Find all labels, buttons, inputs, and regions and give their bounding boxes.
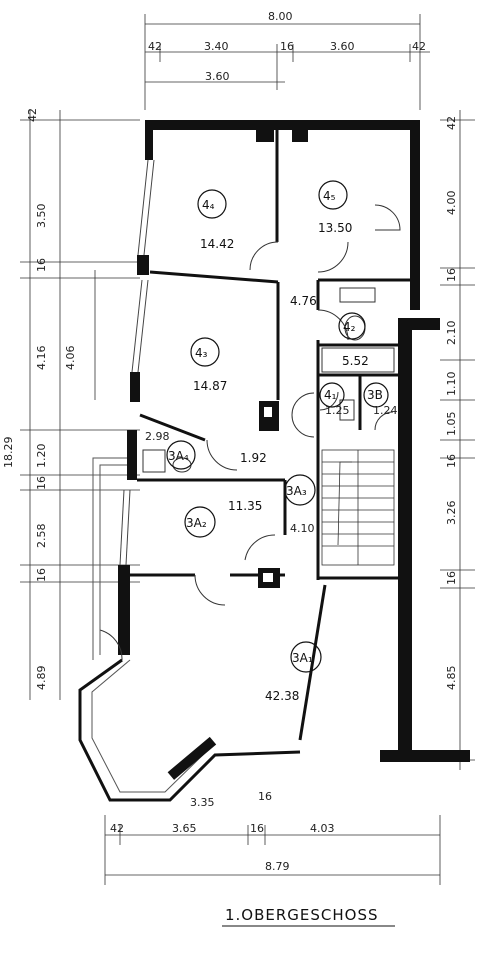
left-windows bbox=[119, 159, 155, 566]
dim-left-d: 4.16 bbox=[35, 346, 48, 371]
dim-left-i: 16 bbox=[35, 568, 48, 582]
dim-bottom-seg3: 16 bbox=[250, 822, 264, 835]
room-id-4-4: 4₄ bbox=[202, 198, 215, 212]
dim-right-g: 16 bbox=[445, 454, 458, 468]
interior-walls bbox=[130, 130, 410, 741]
room-area-3a-4: 2.98 bbox=[145, 430, 170, 443]
room-area-4-5: 13.50 bbox=[318, 221, 352, 235]
dim-right-a: 42 bbox=[445, 116, 458, 130]
dim-left-g: 16 bbox=[35, 476, 48, 490]
bathroom-fixtures bbox=[142, 287, 395, 473]
room-area-4-4: 14.42 bbox=[200, 237, 234, 251]
dim-bottom-inner1: 3.35 bbox=[190, 796, 215, 809]
room-area-4-3: 14.87 bbox=[193, 379, 227, 393]
room-id-4-1: 4₁ bbox=[324, 388, 337, 402]
dim-top-seg1: 42 bbox=[148, 40, 162, 53]
room-id-4-2: 4₂ bbox=[343, 320, 356, 334]
dim-bottom-seg1: 42 bbox=[110, 822, 124, 835]
dim-top-seg5: 42 bbox=[412, 40, 426, 53]
dim-right-e: 1.10 bbox=[445, 372, 458, 397]
dim-right-b: 4.00 bbox=[445, 191, 458, 216]
dim-left-f: 1.20 bbox=[35, 444, 48, 469]
bay-window bbox=[78, 658, 301, 802]
dim-right-d: 2.10 bbox=[445, 321, 458, 346]
dim-top-total: 8.00 bbox=[268, 10, 293, 23]
room-area-3b: 1.24 bbox=[373, 404, 398, 417]
balcony-outline bbox=[92, 457, 127, 660]
staircase bbox=[321, 449, 395, 566]
dim-bottom-seg4: 4.03 bbox=[310, 822, 335, 835]
dim-bottom-inner2: 16 bbox=[258, 790, 272, 803]
dim-top-seg2: 3.40 bbox=[204, 40, 229, 53]
room-area-3a-2: 11.35 bbox=[228, 499, 262, 513]
door-swings bbox=[99, 204, 401, 661]
room-id-3a-1: 3A₁ bbox=[292, 651, 313, 665]
dim-bottom-total: 8.79 bbox=[265, 860, 290, 873]
dim-right-j: 4.85 bbox=[445, 666, 458, 691]
top-dimensions bbox=[144, 14, 430, 110]
left-dimensions bbox=[20, 110, 140, 700]
room-area-3a-3: 4.10 bbox=[290, 522, 315, 535]
room-area-hall: 1.92 bbox=[240, 451, 267, 465]
room-area-4-2: 4.76 bbox=[290, 294, 317, 308]
room-area-4-1: 1.25 bbox=[325, 404, 350, 417]
room-id-3a-3: 3A₃ bbox=[286, 484, 307, 498]
dim-right-c: 16 bbox=[445, 268, 458, 282]
room-area-3a-1: 42.38 bbox=[265, 689, 299, 703]
dim-left-c: 16 bbox=[35, 258, 48, 272]
plan-title: 1.OBERGESCHOSS bbox=[225, 906, 379, 924]
dim-left-j: 4.89 bbox=[35, 666, 48, 691]
room-id-3a-4: 3A₄ bbox=[168, 449, 189, 463]
dim-left-b: 3.50 bbox=[35, 204, 48, 229]
room-id-4-5: 4₅ bbox=[323, 189, 336, 203]
dim-top-seg3: 16 bbox=[280, 40, 294, 53]
room-area-bath: 5.52 bbox=[342, 354, 369, 368]
dim-top-seg4: 3.60 bbox=[330, 40, 355, 53]
dim-left-a: 42 bbox=[26, 108, 39, 122]
dim-top-sub: 3.60 bbox=[205, 70, 230, 83]
bottom-dimensions bbox=[104, 815, 441, 885]
chimneys bbox=[256, 128, 308, 588]
dim-right-h: 3.26 bbox=[445, 501, 458, 526]
room-markers bbox=[166, 180, 389, 673]
dim-left-h: 2.58 bbox=[35, 524, 48, 549]
dim-left-e: 4.06 bbox=[64, 346, 77, 371]
dim-right-f: 1.05 bbox=[445, 412, 458, 437]
dim-left-total: 18.29 bbox=[2, 437, 15, 469]
dim-bottom-seg2: 3.65 bbox=[172, 822, 197, 835]
room-id-3a-2: 3A₂ bbox=[186, 516, 207, 530]
room-id-4-3: 4₃ bbox=[195, 346, 208, 360]
room-marker-4-2 bbox=[338, 312, 366, 340]
exterior-walls bbox=[118, 120, 470, 762]
dim-right-i: 16 bbox=[445, 571, 458, 585]
room-id-3b: 3B bbox=[367, 388, 383, 402]
